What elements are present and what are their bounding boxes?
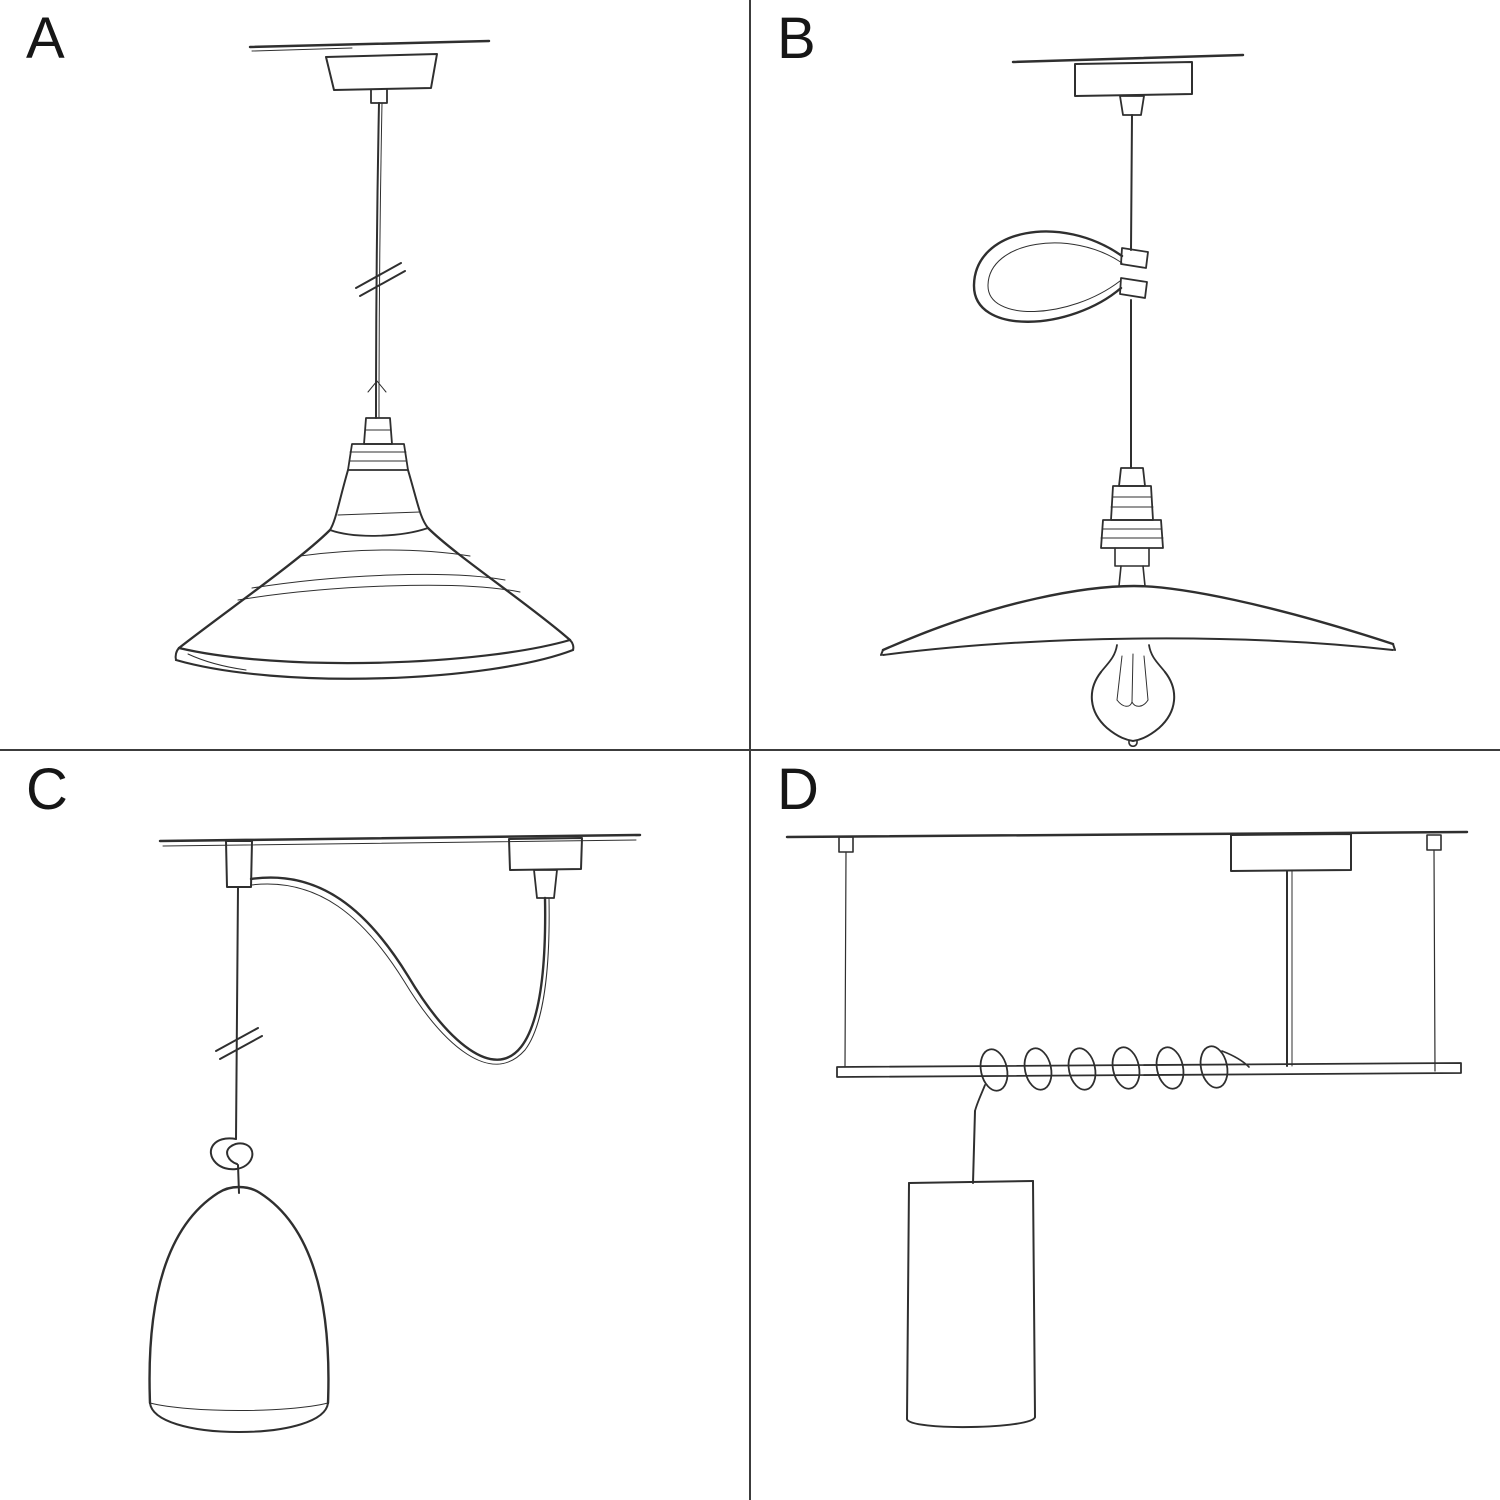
swag-cable (249, 876, 550, 1065)
horizontal-divider (0, 749, 1500, 751)
lamp-holder (1100, 467, 1164, 587)
pendant-cable (355, 102, 406, 419)
sketch-pendant-plate-shade-bulb (880, 53, 1396, 748)
drop-cable (215, 886, 263, 1140)
light-bulb (1090, 644, 1176, 748)
cable-loop-clamp (972, 230, 1149, 323)
cylinder-lampshade (906, 1180, 1036, 1429)
drop-cable (972, 1110, 976, 1184)
chevron-mark (367, 380, 387, 393)
panel-label-c: C (26, 757, 69, 822)
ceiling-rose (1074, 61, 1193, 116)
ceiling-rose (1230, 833, 1352, 1067)
panel-label-d: D (777, 757, 820, 822)
left-suspension-wire (838, 836, 854, 1068)
panel-label-a: A (26, 6, 66, 71)
sketch-swag-pendant-bell-shade (148, 833, 642, 1433)
pendant-cable (1130, 114, 1133, 469)
sketch-pendant-industrial-shade (174, 39, 575, 680)
panel-d: D (751, 751, 1500, 1500)
coiled-cable (974, 1045, 1250, 1112)
panel-label-b: B (777, 6, 817, 71)
ceiling-line (248, 39, 491, 52)
ceiling-line (1011, 53, 1245, 64)
bell-lampshade (148, 1185, 330, 1433)
panel-c: C (0, 751, 749, 1500)
cable-knot (209, 1137, 254, 1194)
bowl-lampshade (174, 526, 575, 680)
ceiling-rose (325, 53, 438, 104)
bulb-filament (1116, 655, 1123, 701)
horizontal-bar (836, 1062, 1462, 1078)
right-suspension-wire (1426, 834, 1442, 1072)
plate-lampshade (880, 584, 1396, 656)
ceiling-line (785, 830, 1469, 839)
ceiling-rose (508, 837, 583, 899)
sketch-bar-suspension-cylinder (785, 830, 1469, 1429)
panel-b: B (751, 0, 1500, 749)
lamp-holder (329, 417, 429, 531)
panel-a: A (0, 0, 749, 749)
swag-hook (225, 840, 253, 888)
